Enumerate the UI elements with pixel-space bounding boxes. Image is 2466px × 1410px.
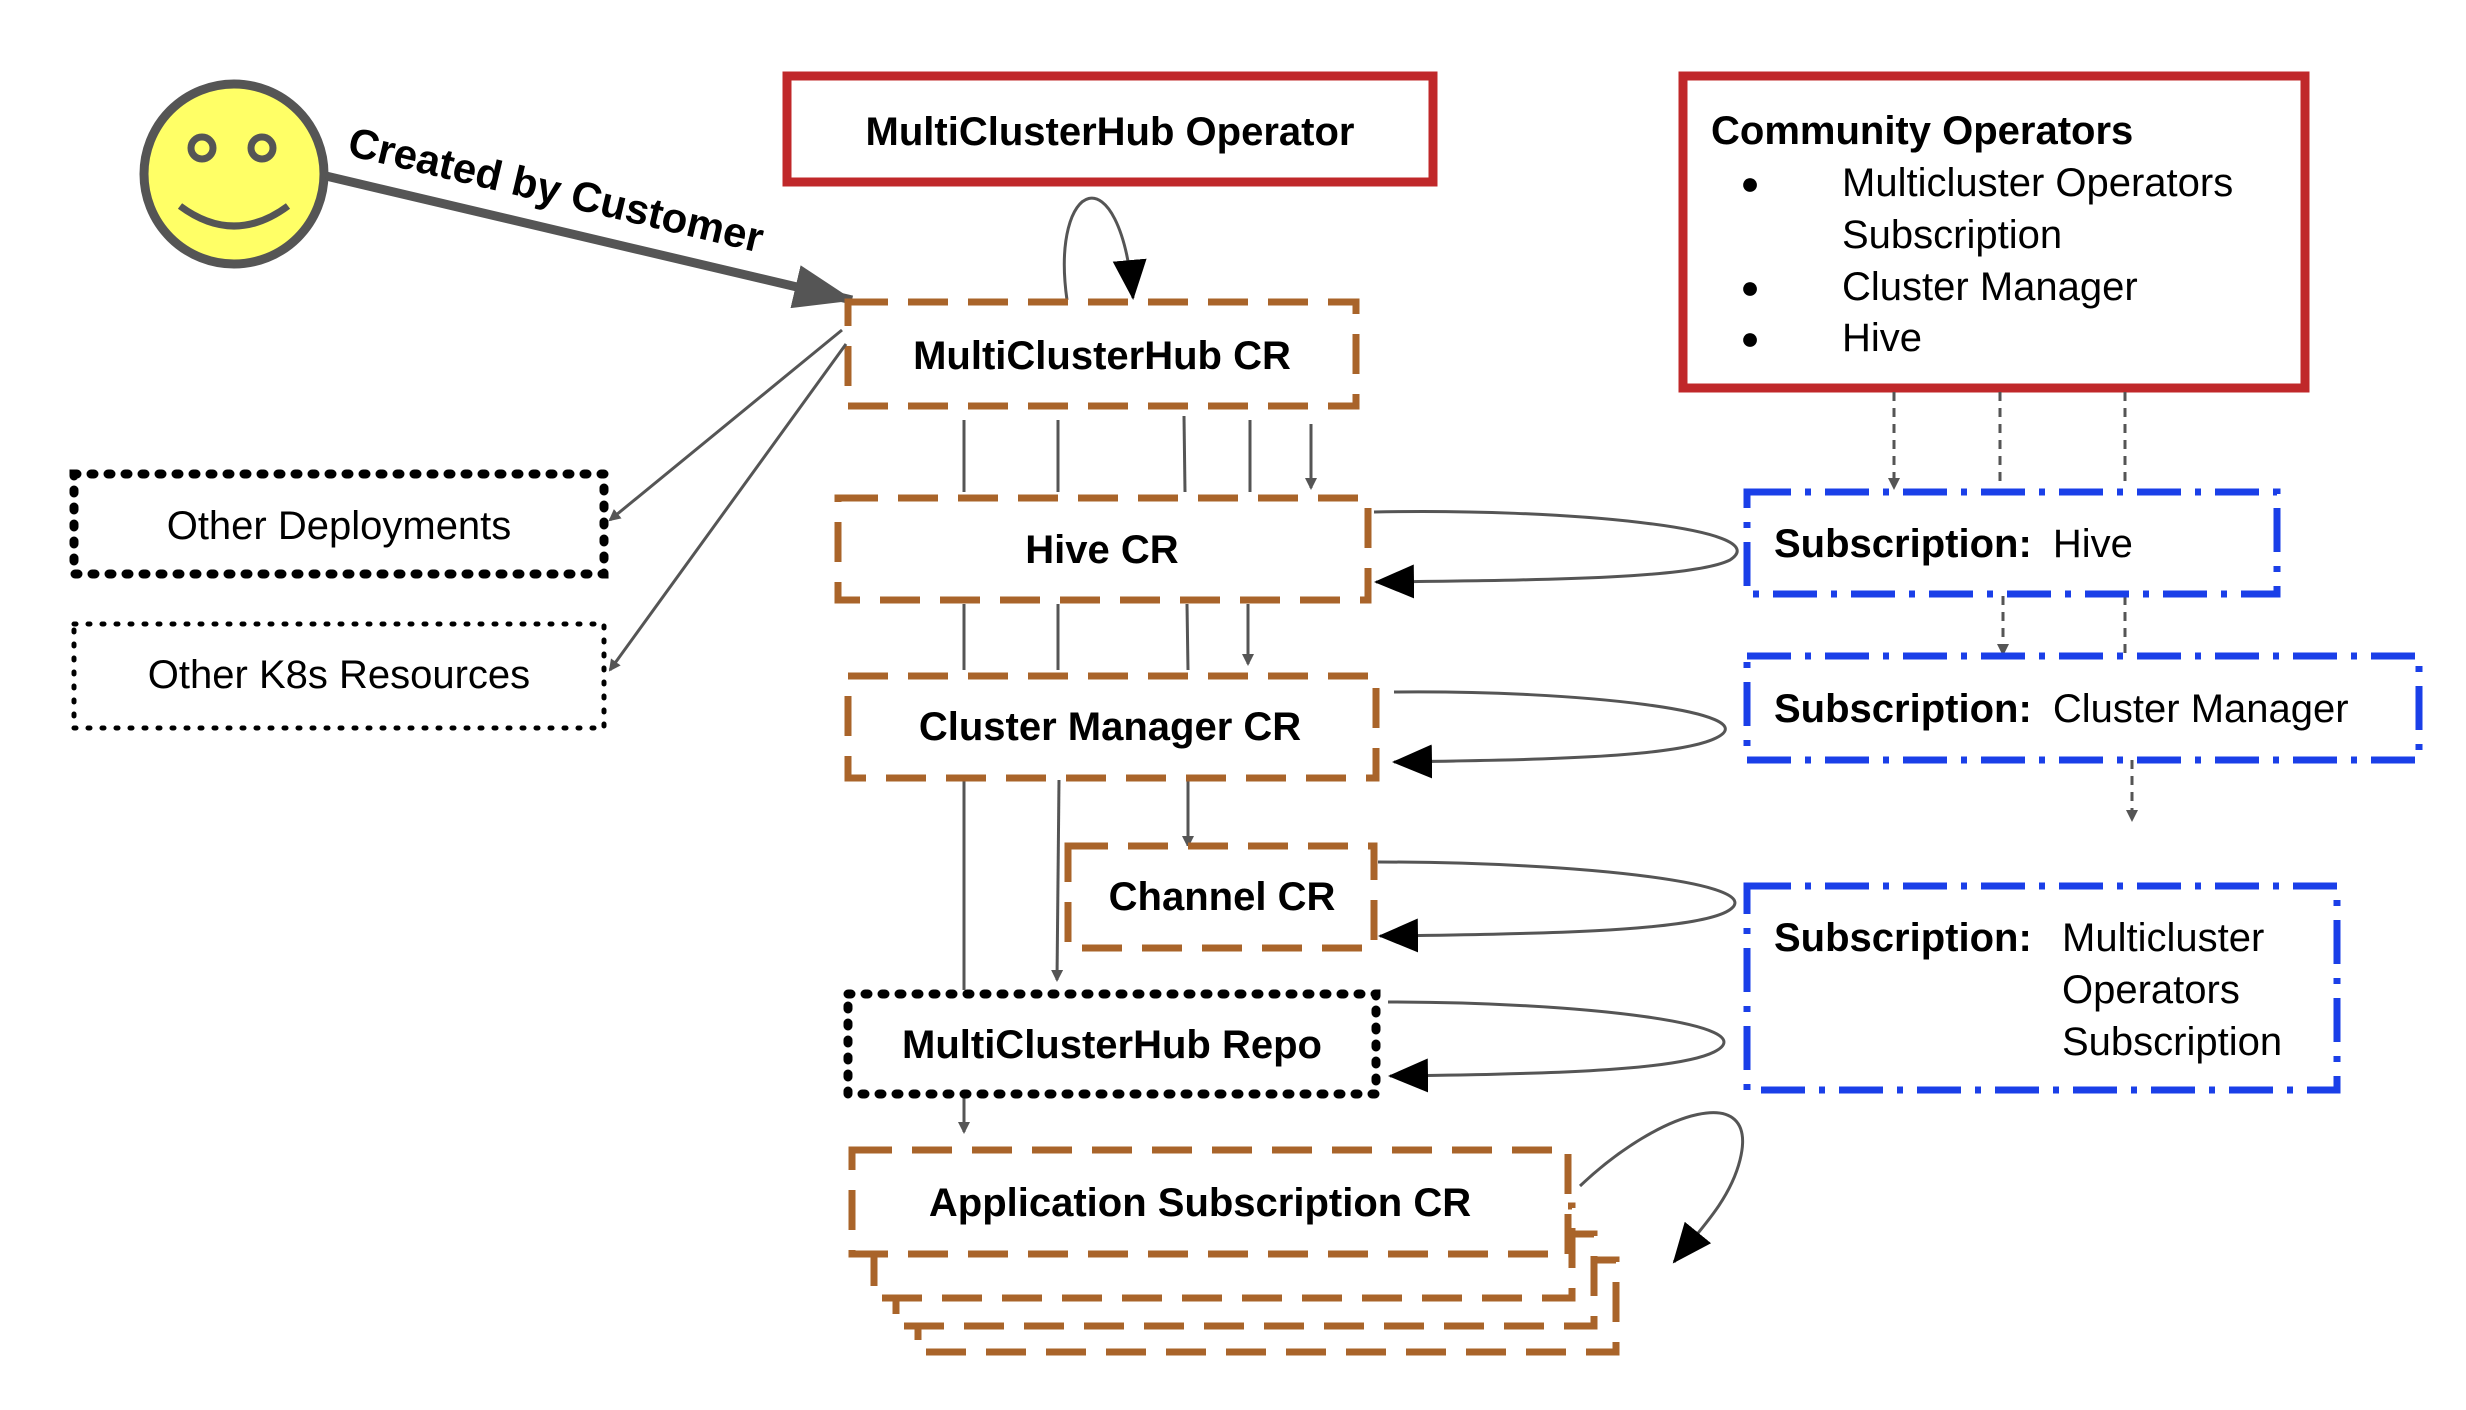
created-by-customer-label: Created by Customer — [344, 118, 768, 261]
channel-cr-box: Channel CR — [1064, 842, 1378, 952]
mch-operator-label: MultiClusterHub Operator — [866, 110, 1355, 154]
cr-vertical-edges — [958, 415, 1317, 1134]
cluster-manager-cr-box: Cluster Manager CR — [844, 672, 1380, 782]
community-item-cluster-manager: Cluster Manager — [1842, 265, 2138, 309]
app-subscription-cr-label: Application Subscription CR — [929, 1181, 1471, 1225]
subscription-multicluster-line3: Subscription — [2062, 1020, 2282, 1064]
mch-to-other-deployments-edge — [608, 328, 843, 522]
cluster-manager-cr-label: Cluster Manager CR — [919, 705, 1301, 749]
channel-cr-label: Channel CR — [1109, 875, 1336, 919]
community-item-multicluster-line1: Multicluster Operators — [1842, 161, 2233, 205]
subscription-cluster-manager-name: Cluster Manager — [2053, 687, 2349, 731]
svg-text:Subscription: Cluster Ma: Subscription: Cluster Manager — [1774, 687, 2349, 731]
community-bullet-3: ● — [1740, 320, 1759, 356]
smiley-face-icon — [139, 79, 329, 269]
subscription-hive-prefix: Subscription: — [1774, 522, 2032, 566]
mch-operator-box: MultiClusterHub Operator — [782, 71, 1438, 187]
svg-text:Subscription: Hive: Subscription: Hive — [1774, 522, 2133, 566]
community-bullet-2: ● — [1740, 269, 1759, 305]
subscription-feedback-edges — [1373, 509, 1744, 1264]
other-k8s-resources-box: Other K8s Resources — [71, 621, 607, 731]
mch-to-other-k8s-edge — [608, 343, 848, 672]
community-to-subscription-edges — [1888, 392, 2138, 822]
subscription-hive-name: Hive — [2053, 522, 2133, 566]
hive-cr-box: Hive CR — [834, 494, 1372, 604]
created-by-customer-arrow — [324, 171, 854, 309]
mch-cr-label: MultiClusterHub CR — [913, 334, 1291, 378]
mch-repo-box: MultiClusterHub Repo — [843, 989, 1381, 1099]
community-operators-title: Community Operators — [1711, 109, 2133, 153]
mch-cr-box: MultiClusterHub CR — [844, 298, 1360, 410]
subscription-cluster-manager-box: Subscription: Cluster Manager — [1743, 652, 2423, 764]
community-item-hive: Hive — [1842, 316, 1922, 360]
subscription-multicluster-line2: Operators — [2062, 968, 2240, 1012]
subscription-multicluster-prefix: Subscription: — [1774, 916, 2032, 960]
subscription-cluster-manager-prefix: Subscription: — [1774, 687, 2032, 731]
other-k8s-resources-label: Other K8s Resources — [148, 653, 530, 697]
subscription-multicluster-box: Subscription: Multicluster Operators Sub… — [1743, 882, 2341, 1094]
subscription-multicluster-line1: Multicluster — [2062, 916, 2264, 960]
other-deployments-box: Other Deployments — [69, 469, 609, 579]
subscription-hive-box: Subscription: Hive — [1743, 488, 2281, 598]
mch-repo-label: MultiClusterHub Repo — [902, 1023, 1322, 1067]
community-bullet-1: ● — [1740, 165, 1759, 201]
community-operators-box: Community Operators ● Multicluster Opera… — [1678, 71, 2310, 393]
operator-loop-edge — [1062, 196, 1147, 301]
app-subscription-cr-stack: Application Subscription CR — [848, 1146, 1620, 1356]
other-deployments-label: Other Deployments — [167, 504, 512, 548]
community-item-multicluster-line2: Subscription — [1842, 213, 2062, 257]
hive-cr-label: Hive CR — [1025, 528, 1178, 572]
